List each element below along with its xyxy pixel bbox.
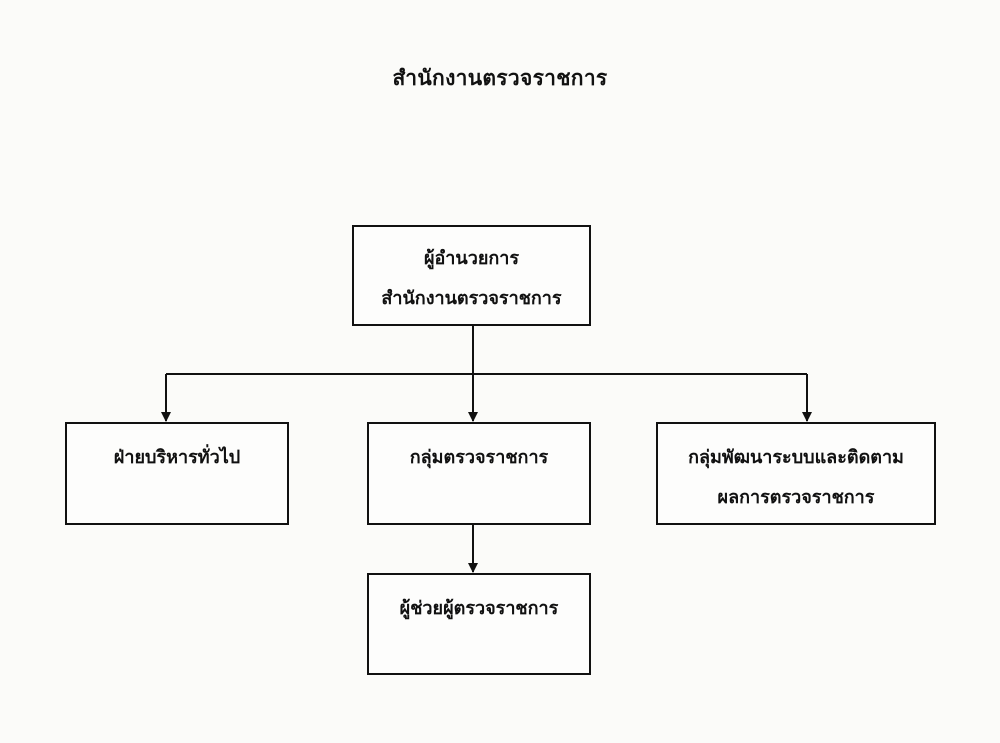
admin-section-box: ฝ่ายบริหารทั่วไป (65, 422, 289, 525)
assistant-inspector-label: ผู้ช่วยผู้ตรวจราชการ (399, 598, 559, 619)
admin-section-label: ฝ่ายบริหารทั่วไป (113, 447, 241, 468)
development-group-label-line1: กลุ่มพัฒนาระบบและติดตาม (688, 447, 904, 468)
page-title: สำนักงานตรวจราชการ (392, 66, 608, 90)
director-box: ผู้อำนวยการ สำนักงานตรวจราชการ (352, 225, 591, 326)
director-office: สำนักงานตรวจราชการ (381, 288, 562, 309)
development-group-label-line2: ผลการตรวจราชการ (717, 487, 875, 508)
inspection-group-label: กลุ่มตรวจราชการ (409, 447, 549, 468)
director-title: ผู้อำนวยการ (423, 248, 520, 269)
assistant-inspector-box: ผู้ช่วยผู้ตรวจราชการ (367, 573, 591, 675)
development-group-box: กลุ่มพัฒนาระบบและติดตาม ผลการตรวจราชการ (656, 422, 936, 525)
inspection-group-box: กลุ่มตรวจราชการ (367, 422, 591, 525)
